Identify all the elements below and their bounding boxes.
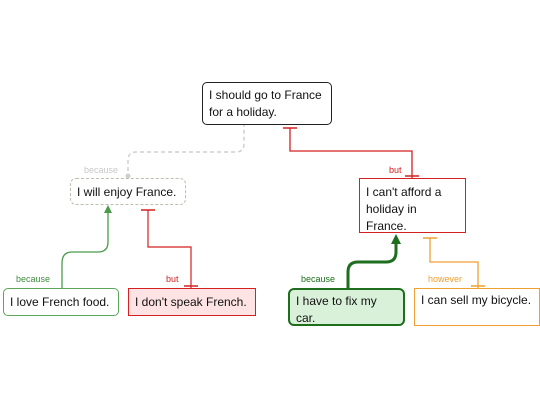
connector-french-enjoy: [147, 210, 192, 288]
node-fix-car[interactable]: I have to fix my car.: [288, 288, 405, 326]
connector-car-afford-arrowhead: [391, 234, 401, 244]
label-food-enjoy: because: [16, 274, 51, 284]
label-enjoy-claim: because: [84, 165, 119, 175]
node-dont-speak-french[interactable]: I don't speak French.: [128, 288, 256, 316]
node-claim[interactable]: I should go to France for a holiday.: [202, 82, 332, 125]
connector-car-afford: [346, 237, 398, 288]
node-enjoy-france[interactable]: I will enjoy France.: [70, 178, 186, 205]
label-afford-claim: but: [389, 165, 402, 175]
label-car-afford: because: [301, 274, 336, 284]
node-cant-afford[interactable]: I can't afford a holiday in France.: [359, 178, 466, 233]
connector-afford-claim: [289, 128, 413, 178]
label-french-enjoy: but: [166, 274, 179, 284]
connector-enjoy-claim-arrowhead: [125, 173, 131, 179]
connector-bike-afford: [429, 238, 479, 288]
label-bike-afford: however: [428, 274, 463, 284]
connector-food-enjoy-arrowhead: [104, 205, 112, 213]
node-love-french-food[interactable]: I love French food.: [3, 288, 119, 316]
connector-food-enjoy: [61, 207, 109, 288]
connector-enjoy-claim: [127, 125, 245, 178]
node-sell-bicycle[interactable]: I can sell my bicycle.: [414, 288, 540, 326]
